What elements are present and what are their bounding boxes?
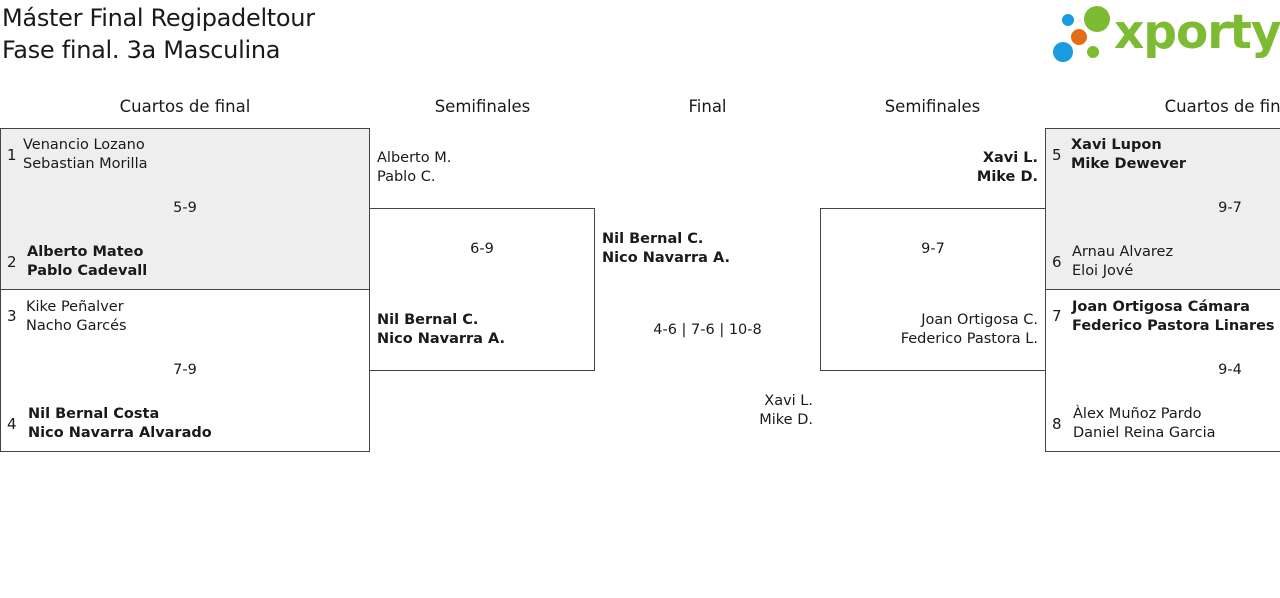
player-name: Alberto M.: [377, 150, 452, 166]
match-score: 9-7: [1218, 200, 1242, 216]
seed-number: 1: [7, 146, 17, 164]
player-name: Joan Ortigosa C.: [921, 312, 1038, 328]
player-name: Pablo C.: [377, 169, 436, 185]
match-score: 5-9: [173, 200, 197, 216]
player-name: Federico Pastora L.: [900, 331, 1038, 347]
player-name: Venancio Lozano: [23, 137, 145, 153]
sf-left-match[interactable]: [369, 208, 595, 371]
player-name: Xavi L.: [982, 150, 1038, 166]
column-header-sf-left: Semifinales: [434, 97, 531, 116]
logo-dot-blue-large: [1053, 42, 1073, 62]
column-header-qf-left: Cuartos de final: [119, 97, 251, 116]
seed-number: 2: [7, 253, 17, 271]
player-name: Pablo Cadevall: [27, 263, 148, 279]
player-name: Eloi Jové: [1072, 263, 1134, 279]
team-entry-winner: Xavi L. Mike D.: [977, 149, 1038, 187]
final-team-runner-up: Xavi L. Mike D.: [759, 392, 813, 430]
team-entry: Kike Peñalver Nacho Garcés: [26, 298, 127, 336]
match-score: 6-9: [470, 241, 494, 257]
match-score: 9-4: [1218, 362, 1242, 378]
player-name: Àlex Muñoz Pardo: [1073, 406, 1202, 422]
player-name: Alberto Mateo: [27, 244, 144, 260]
seed-number: 7: [1052, 307, 1062, 325]
player-name: Nil Bernal Costa: [28, 406, 160, 422]
player-name: Arnau Alvarez: [1072, 244, 1174, 260]
final-score: 4-6 | 7-6 | 10-8: [653, 322, 762, 338]
column-header-qf-right: Cuartos de final: [1164, 97, 1280, 116]
player-name: Federico Pastora Linares: [1072, 318, 1275, 334]
player-name: Nico Navarra A.: [602, 250, 731, 266]
player-name: Kike Peñalver: [26, 299, 124, 315]
qf-right-match-2[interactable]: [1045, 289, 1280, 452]
final-team-winner: Nil Bernal C. Nico Navarra A.: [602, 230, 730, 268]
team-entry-winner: Joan Ortigosa Cámara Federico Pastora Li…: [1072, 298, 1275, 336]
player-name: Sebastian Morilla: [23, 156, 148, 172]
player-name: Xavi L.: [764, 393, 813, 409]
logo-dot-green-small: [1087, 46, 1099, 58]
team-entry: Joan Ortigosa C. Federico Pastora L.: [901, 311, 1038, 349]
seed-number: 3: [7, 307, 17, 325]
logo-dot-blue: [1062, 14, 1074, 26]
player-name: Daniel Reina Garcia: [1073, 425, 1216, 441]
column-header-final: Final: [688, 97, 727, 116]
column-header-sf-right: Semifinales: [884, 97, 981, 116]
tournament-title: Máster Final Regipadeltour: [2, 4, 315, 32]
player-name: Mike D.: [976, 169, 1038, 185]
seed-number: 8: [1052, 415, 1062, 433]
seed-number: 5: [1052, 146, 1062, 164]
player-name: Nil Bernal C.: [377, 312, 479, 328]
seed-number: 6: [1052, 253, 1062, 271]
qf-left-match-1[interactable]: [0, 128, 370, 290]
team-entry-winner: Nil Bernal C. Nico Navarra A.: [377, 311, 505, 349]
logo-wordmark: xporty: [1114, 5, 1280, 60]
team-entry: Arnau Alvarez Eloi Jové: [1072, 243, 1173, 281]
team-entry: Venancio Lozano Sebastian Morilla: [23, 136, 147, 174]
team-entry-winner: Nil Bernal Costa Nico Navarra Alvarado: [28, 405, 212, 443]
player-name: Nacho Garcés: [26, 318, 127, 334]
player-name: Mike Dewever: [1071, 156, 1187, 172]
player-name: Xavi Lupon: [1071, 137, 1162, 153]
logo-dot-green: [1084, 6, 1110, 32]
match-score: 7-9: [173, 362, 197, 378]
match-score: 9-7: [921, 241, 945, 257]
player-name: Mike D.: [759, 412, 813, 428]
team-entry: Àlex Muñoz Pardo Daniel Reina Garcia: [1073, 405, 1216, 443]
player-name: Nico Navarra Alvarado: [28, 425, 212, 441]
player-name: Joan Ortigosa Cámara: [1072, 299, 1250, 315]
player-name: Nico Navarra A.: [377, 331, 506, 347]
qf-right-match-1[interactable]: [1045, 128, 1280, 290]
xporty-logo[interactable]: xporty: [1052, 4, 1280, 66]
player-name: Nil Bernal C.: [602, 231, 704, 247]
team-entry-winner: Alberto Mateo Pablo Cadevall: [27, 243, 147, 281]
team-entry: Alberto M. Pablo C.: [377, 149, 451, 187]
phase-subtitle: Fase final. 3a Masculina: [2, 36, 281, 64]
team-entry-winner: Xavi Lupon Mike Dewever: [1071, 136, 1186, 174]
logo-dot-orange: [1071, 29, 1087, 45]
seed-number: 4: [7, 415, 17, 433]
